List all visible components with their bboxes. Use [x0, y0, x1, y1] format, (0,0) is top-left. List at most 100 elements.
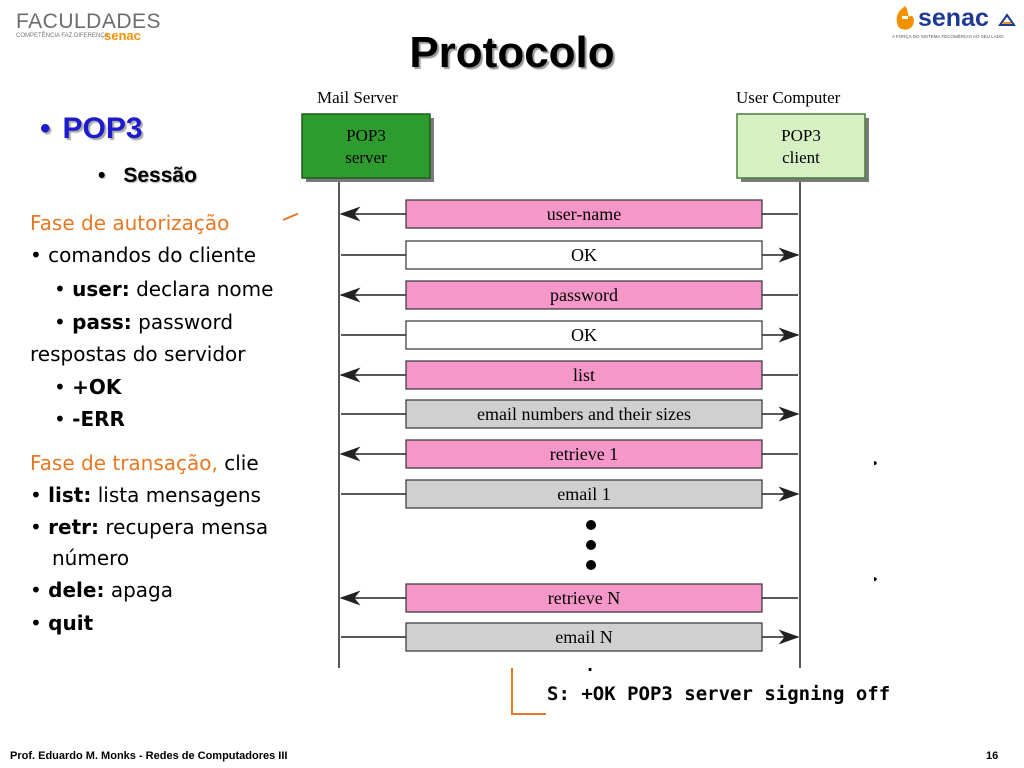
message-row: list	[339, 360, 798, 390]
message-row: OK	[341, 320, 800, 350]
message-box	[405, 622, 763, 652]
message-box	[405, 199, 763, 229]
bullet-dot: •	[30, 611, 49, 635]
message-label: email 1	[557, 484, 610, 504]
continuation-dot	[586, 520, 596, 530]
bullet-dot: •	[54, 407, 73, 431]
pop3-sequence-diagram: Mail Server User Computer POP3 server PO…	[301, 88, 869, 668]
pop3-client-label-line1: POP3	[781, 126, 821, 145]
message-label: password	[550, 285, 618, 305]
retr-command-desc: recupera mensa	[105, 515, 269, 539]
user-command-desc: declara nome	[136, 277, 274, 301]
client-commands-line: • comandos do cliente	[30, 242, 256, 268]
message-label: OK	[571, 245, 597, 265]
bullet-dot: •	[30, 578, 49, 602]
bullet-dot: •	[30, 483, 49, 507]
message-row: password	[339, 280, 798, 310]
bullet-dot: •	[54, 310, 73, 334]
err-response-line: • -ERR	[54, 406, 125, 432]
quit-command: quit	[48, 611, 94, 635]
retr-command: retr:	[48, 515, 100, 539]
user-computer-header: User Computer	[736, 88, 841, 107]
faculdades-logo: FACULDADES COMPETÊNCIA FAZ DIFERENÇA sen…	[16, 10, 162, 43]
message-row: OK	[341, 240, 800, 270]
server-signoff-line: S: +OK POP3 server signing off	[547, 683, 891, 705]
pass-command-line: • pass: password	[54, 309, 233, 335]
quit-command-line: • quit	[30, 610, 93, 636]
pop3-session-diagram: Mail Server User Computer POP3 server PO…	[298, 84, 874, 668]
message-label: OK	[571, 325, 597, 345]
message-label: retrieve 1	[550, 444, 618, 464]
list-command-desc: lista mensagens	[97, 483, 261, 507]
message-row: email N	[341, 622, 800, 652]
message-label: user-name	[547, 204, 622, 224]
message-box	[405, 439, 763, 469]
dele-command-line: • dele: apaga	[30, 577, 173, 603]
message-box	[405, 240, 763, 270]
message-label: retrieve N	[548, 588, 620, 608]
page-number: 16	[986, 750, 999, 762]
session-bracket	[508, 666, 548, 716]
user-command: user:	[72, 277, 130, 301]
retr-command-line: • retr: recupera mensa	[30, 514, 268, 540]
dele-command-desc: apaga	[110, 578, 173, 602]
auth-phase-heading: Fase de autorização	[30, 211, 230, 235]
senac-logo-tagline: A FORÇA DO SISTEMA FECOMÉRCIO AO SEU LAD…	[892, 34, 1005, 39]
retr-command-desc-cont: número	[52, 546, 130, 570]
client-commands-text: comandos do cliente	[48, 243, 257, 267]
list-command: list:	[48, 483, 92, 507]
transaction-phase-line: Fase de transação, clie	[30, 450, 259, 476]
message-box	[405, 320, 763, 350]
bullet-level1: • POP3	[40, 112, 143, 146]
bullet-dot: •	[54, 277, 73, 301]
senac-emblem-icon	[998, 13, 1016, 26]
senac-logo-name: senac	[918, 4, 989, 32]
list-command-line: • list: lista mensagens	[30, 482, 261, 508]
continuation-dot	[586, 560, 596, 570]
server-responses-line: respostas do servidor	[30, 342, 246, 366]
message-row: user-name	[339, 199, 798, 229]
bullet-dot: •	[40, 112, 51, 145]
transaction-phase-rest: clie	[224, 451, 259, 475]
slide-title: Protocolo	[409, 28, 615, 77]
bullet-dot: •	[54, 375, 73, 399]
message-label: email N	[555, 627, 612, 647]
message-row: retrieve 1	[339, 439, 798, 469]
message-label: email numbers and their sizes	[477, 404, 691, 424]
faculdades-logo-name: FACULDADES	[16, 10, 162, 33]
pass-command: pass:	[72, 310, 132, 334]
bullet-level1-text: POP3	[62, 112, 143, 145]
message-box	[405, 280, 763, 310]
pop3-server-box: POP3 server	[301, 113, 434, 182]
bullet-dot: •	[30, 243, 49, 267]
bullet-level2-text: Sessão	[123, 164, 197, 187]
message-box	[405, 399, 763, 429]
user-command-line: • user: declara nome	[54, 276, 273, 302]
message-row: retrieve N	[339, 583, 798, 613]
pass-command-desc: password	[138, 310, 234, 334]
err-response: -ERR	[72, 407, 125, 431]
faculdades-logo-tagline: COMPETÊNCIA FAZ DIFERENÇA	[16, 33, 109, 39]
message-label: list	[573, 365, 595, 385]
message-box	[405, 583, 763, 613]
pop3-client-label-line2: client	[782, 148, 820, 167]
bullet-level2: • Sessão	[98, 164, 197, 188]
bullet-dot: •	[98, 164, 106, 187]
continuation-dot	[586, 540, 596, 550]
pop3-client-box: POP3 client	[736, 113, 869, 182]
message-row: email numbers and their sizes	[341, 399, 800, 429]
pop3-server-label-line2: server	[345, 148, 387, 167]
ok-response: +OK	[72, 375, 122, 399]
message-row: email 1	[341, 479, 800, 509]
message-box	[405, 360, 763, 390]
senac-flame-icon	[896, 6, 914, 30]
faculdades-logo-brand: senac	[104, 28, 141, 43]
transaction-phase-heading: Fase de transação,	[30, 451, 218, 475]
mail-server-header: Mail Server	[317, 88, 398, 107]
senac-logo: senac A FORÇA DO SISTEMA FECOMÉRCIO AO S…	[890, 2, 1020, 42]
ok-response-line: • +OK	[54, 374, 121, 400]
pop3-server-label-line1: POP3	[346, 126, 386, 145]
message-box	[405, 479, 763, 509]
footer-author: Prof. Eduardo M. Monks - Redes de Comput…	[10, 750, 288, 762]
